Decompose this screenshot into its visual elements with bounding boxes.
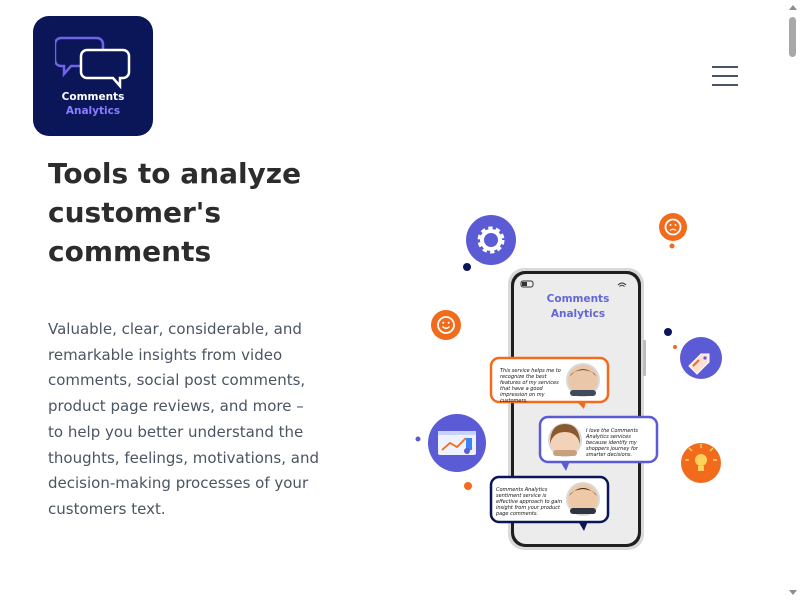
scrollbar-thumb[interactable] xyxy=(789,17,796,57)
hamburger-menu-icon[interactable] xyxy=(712,66,738,86)
smile-face-icon xyxy=(431,310,461,340)
page-title: Tools to analyze customer's comments xyxy=(48,157,302,268)
phone-app-title-line2: Analytics xyxy=(550,308,606,320)
hero-illustration: Comments Analytics This service helps me… xyxy=(400,200,780,570)
logo-text-line2: Analytics xyxy=(65,105,121,117)
chat-bubbles-icon xyxy=(55,36,131,90)
review-bubble-2 xyxy=(538,415,659,471)
lightbulb-icon xyxy=(681,443,721,483)
dashboard-icon xyxy=(428,414,486,472)
gear-icon xyxy=(466,215,516,265)
review-bubble-1 xyxy=(489,356,610,409)
review-text-3: Comments Analytics sentiment service is … xyxy=(496,487,562,517)
scroll-down-arrow-icon[interactable] xyxy=(789,590,797,595)
tag-icon xyxy=(680,337,722,379)
review-text-2: I love the Comments Analytics services b… xyxy=(586,428,639,458)
scrollbar[interactable] xyxy=(785,0,800,600)
hero-description: Valuable, clear, considerable, and remar… xyxy=(48,320,319,518)
phone-app-title-line1: Comments xyxy=(546,293,610,305)
scroll-up-arrow-icon[interactable] xyxy=(789,5,797,10)
review-bubble-3 xyxy=(489,475,610,531)
logo[interactable]: Comments Analytics xyxy=(33,16,153,136)
review-text-1: This service helps me to recognize the b… xyxy=(500,368,561,404)
logo-text-line1: Comments xyxy=(61,91,125,103)
sad-face-icon xyxy=(659,213,687,241)
